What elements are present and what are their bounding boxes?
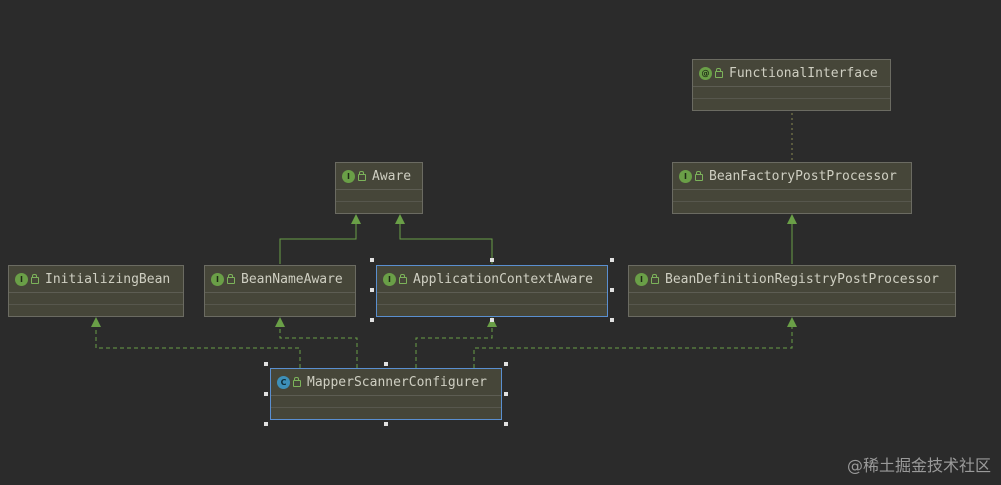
node-label: ApplicationContextAware xyxy=(413,271,594,287)
selection-handle[interactable] xyxy=(610,288,614,292)
watermark: @稀土掘金技术社区 xyxy=(846,456,991,475)
public-lock-icon xyxy=(399,274,407,284)
node-label: Aware xyxy=(372,168,412,184)
edge-beannameaware-aware xyxy=(279,214,361,264)
interface-icon: I xyxy=(342,169,355,183)
node-application-context-aware[interactable]: I ApplicationContextAware xyxy=(376,265,608,317)
public-lock-icon xyxy=(695,171,703,181)
node-label: FunctionalInterface xyxy=(729,65,878,81)
public-lock-icon xyxy=(715,68,723,78)
selection-handle[interactable] xyxy=(370,318,374,322)
node-bean-factory-post-processor[interactable]: I BeanFactoryPostProcessor xyxy=(672,162,912,214)
public-lock-icon xyxy=(293,377,301,387)
edge-mapper-beannameaware xyxy=(275,317,358,368)
node-aware[interactable]: I Aware xyxy=(335,162,423,214)
node-divider xyxy=(205,304,355,305)
selection-handle[interactable] xyxy=(370,288,374,292)
selection-handle[interactable] xyxy=(504,362,508,366)
selection-handle[interactable] xyxy=(264,422,268,426)
selection-handle[interactable] xyxy=(490,258,494,262)
node-bean-name-aware[interactable]: I BeanNameAware xyxy=(204,265,356,317)
node-label: MapperScannerConfigurer xyxy=(307,374,488,390)
node-divider xyxy=(377,304,607,305)
node-label: BeanDefinitionRegistryPostProcessor xyxy=(665,271,939,287)
node-mapper-scanner-configurer[interactable]: C MapperScannerConfigurer xyxy=(270,368,502,420)
node-divider xyxy=(9,304,183,305)
node-label: InitializingBean xyxy=(45,271,171,287)
interface-icon: I xyxy=(15,272,28,286)
class-icon: C xyxy=(277,375,290,389)
selection-handle[interactable] xyxy=(384,362,388,366)
selection-handle[interactable] xyxy=(490,318,494,322)
selection-handle[interactable] xyxy=(610,318,614,322)
selection-handle[interactable] xyxy=(264,362,268,366)
node-functional-interface[interactable]: @ FunctionalInterface xyxy=(692,59,891,111)
node-initializing-bean[interactable]: I InitializingBean xyxy=(8,265,184,317)
node-divider xyxy=(336,201,422,202)
selection-handle[interactable] xyxy=(610,258,614,262)
node-divider xyxy=(271,407,501,408)
selection-handle[interactable] xyxy=(384,422,388,426)
node-divider xyxy=(629,304,955,305)
selection-handle[interactable] xyxy=(264,392,268,396)
interface-icon: I xyxy=(679,169,692,183)
annotation-icon: @ xyxy=(699,66,712,80)
public-lock-icon xyxy=(358,171,366,181)
interface-icon: I xyxy=(635,272,648,286)
node-bean-definition-registry-post-processor[interactable]: I BeanDefinitionRegistryPostProcessor xyxy=(628,265,956,317)
public-lock-icon xyxy=(227,274,235,284)
node-divider xyxy=(693,98,890,99)
edge-mapper-applicationcontextaware xyxy=(415,317,497,368)
node-divider xyxy=(673,201,911,202)
selection-handle[interactable] xyxy=(504,392,508,396)
node-label: BeanFactoryPostProcessor xyxy=(709,168,897,184)
interface-icon: I xyxy=(211,272,224,286)
public-lock-icon xyxy=(31,274,39,284)
edge-mapper-initializingbean xyxy=(91,317,301,368)
selection-handle[interactable] xyxy=(504,422,508,426)
selection-handle[interactable] xyxy=(370,258,374,262)
public-lock-icon xyxy=(651,274,659,284)
interface-icon: I xyxy=(383,272,396,286)
edge-mapper-registrypostprocessor xyxy=(473,317,797,368)
node-label: BeanNameAware xyxy=(241,271,343,287)
edge-applicationcontextaware-aware xyxy=(395,214,493,264)
